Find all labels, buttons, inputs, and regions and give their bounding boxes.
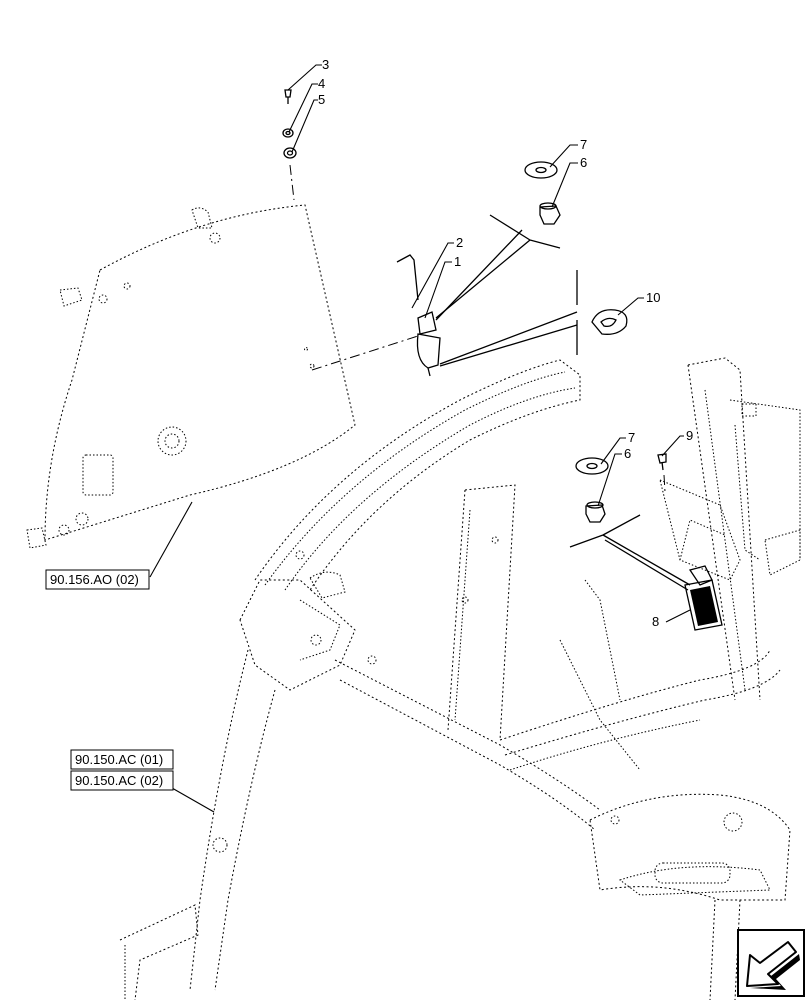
callout-9: 9 (686, 428, 693, 443)
ref-cab-2: 90.150.AC (02) (75, 773, 163, 788)
cab-frame (119, 357, 801, 1000)
leader-lines (149, 64, 691, 813)
light-unit (569, 514, 723, 631)
callout-10: 10 (646, 290, 660, 305)
callout-7-top: 7 (580, 137, 587, 152)
reference-labels: 90.156.AO (02) 90.150.AC (01) 90.150.AC … (45, 569, 174, 791)
washer-nut-top (524, 161, 561, 225)
bracket-assembly (311, 214, 578, 377)
rear-window-panel (26, 204, 356, 549)
callout-4: 4 (318, 76, 325, 91)
callout-3: 3 (322, 57, 329, 72)
callout-1: 1 (454, 254, 461, 269)
washer-nut-lower (575, 457, 609, 523)
callout-7-lower: 7 (628, 430, 635, 445)
ref-window: 90.156.AO (02) (50, 572, 139, 587)
callout-labels: 3 4 5 2 1 7 6 10 7 6 9 8 (318, 57, 693, 629)
screw-9 (657, 453, 667, 493)
callout-8: 8 (652, 614, 659, 629)
arrow-bottom-left-icon[interactable] (737, 929, 805, 997)
callout-6-top: 6 (580, 155, 587, 170)
grommet (591, 309, 628, 335)
callout-6-lower: 6 (624, 446, 631, 461)
callout-2: 2 (456, 235, 463, 250)
callout-5: 5 (318, 92, 325, 107)
screw-stack (282, 89, 297, 201)
ref-cab-1: 90.150.AC (01) (75, 752, 163, 767)
